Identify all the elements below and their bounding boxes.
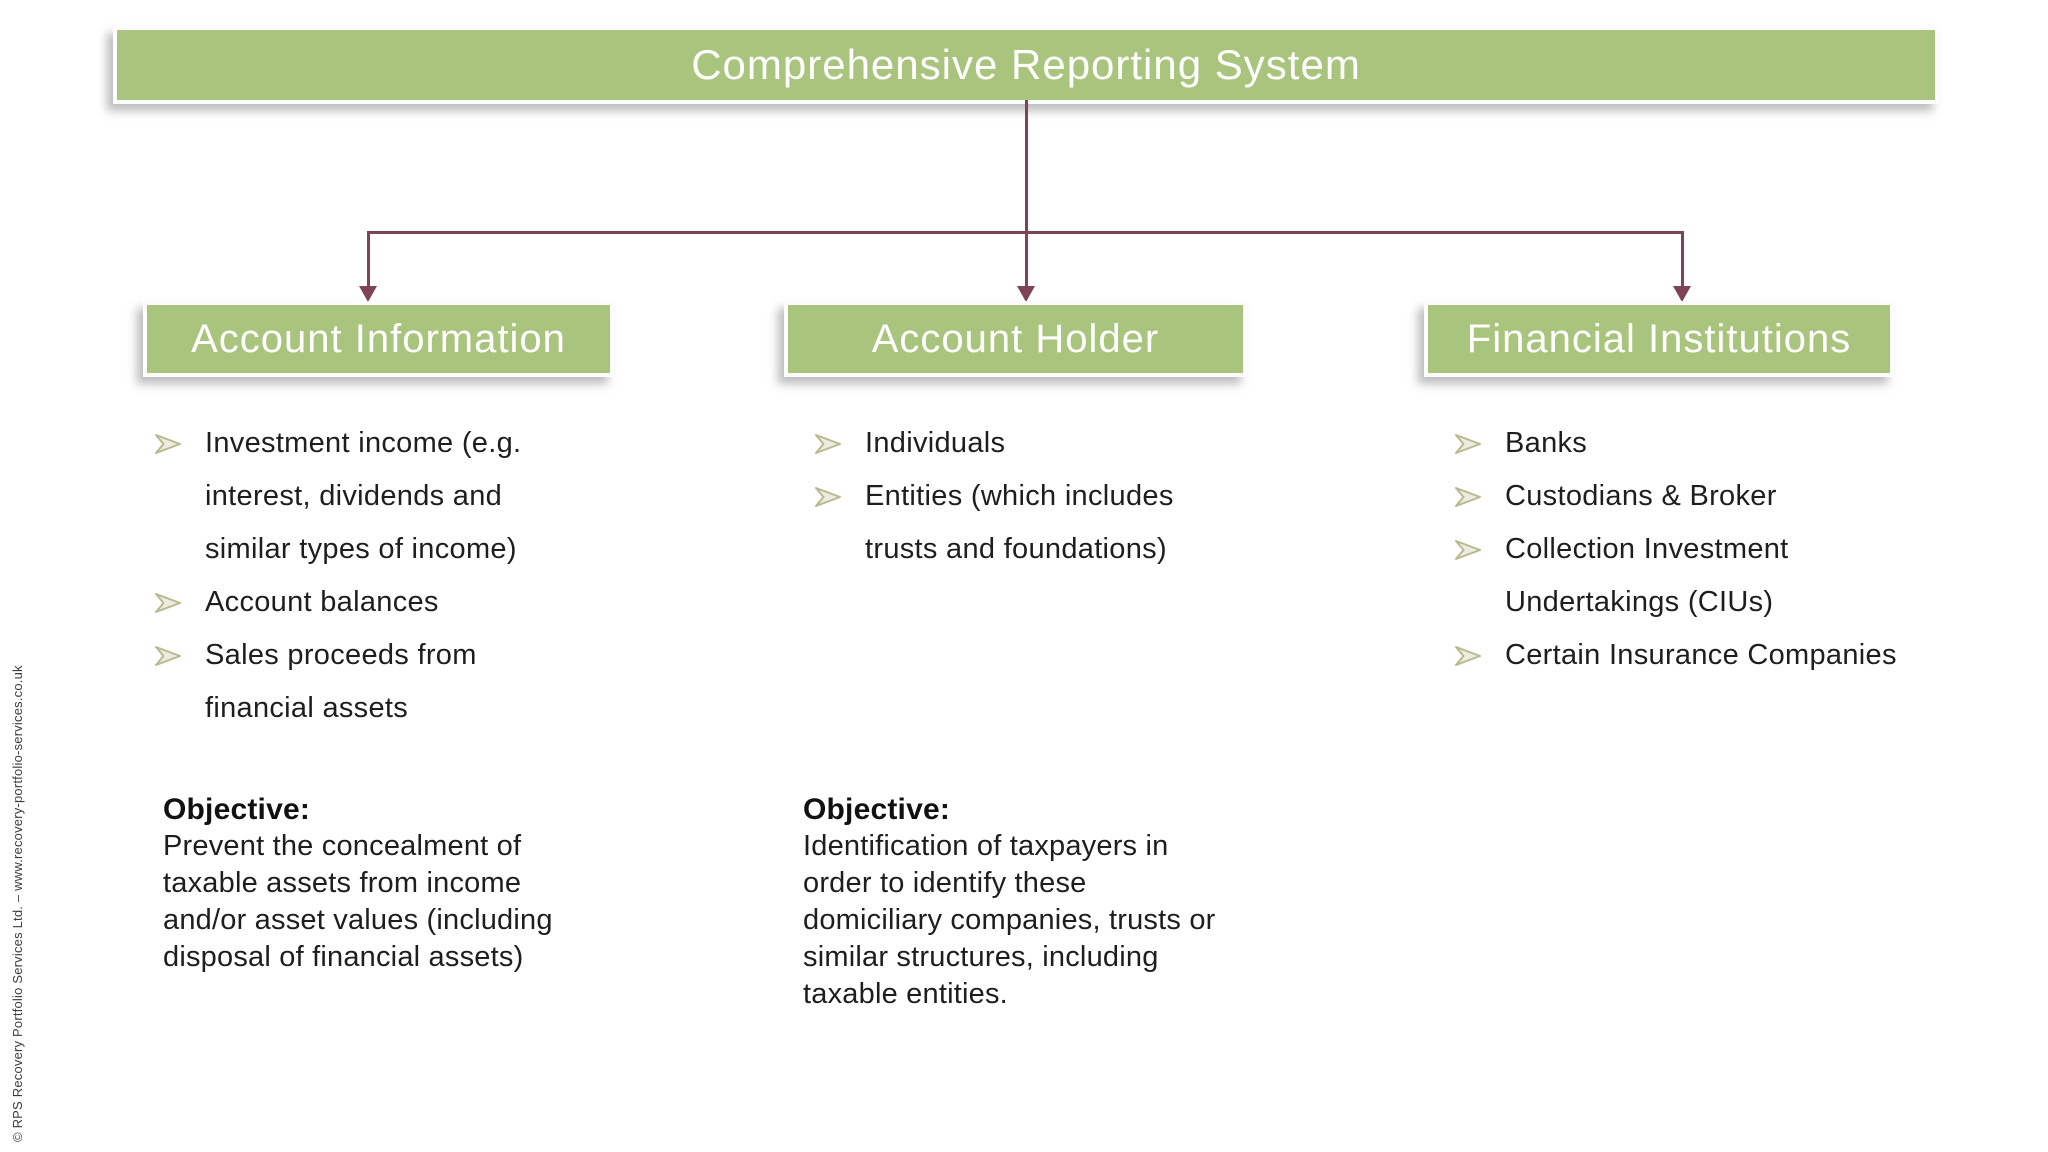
connector-drop-left [367, 231, 370, 289]
bullet-text-line: Entities (which includes [865, 480, 1174, 512]
arrow-down-icon [359, 286, 377, 302]
objective-text-line: taxable entities. [803, 978, 1008, 1010]
arrow-bullet-icon [1455, 629, 1505, 673]
account-holder-bullet-list: Individuals Entities (which includes tru… [815, 417, 1285, 576]
bullet-text-line: Sales proceeds from [205, 639, 477, 671]
objective-text-line: similar structures, including [803, 941, 1159, 973]
arrow-bullet-icon [1455, 417, 1505, 461]
objective-text-line: disposal of financial assets) [163, 941, 524, 973]
arrow-bullet-icon [155, 629, 205, 673]
arrow-bullet-icon [155, 417, 205, 461]
objective-text-line: Identification of taxpayers in [803, 830, 1169, 862]
objective-account-information: Objective: Prevent the concealment of ta… [163, 791, 663, 976]
arrow-bullet-icon [1455, 523, 1505, 567]
objective-heading: Objective: [803, 793, 951, 826]
list-item: Certain Insurance Companies [1455, 629, 1995, 682]
bullet-text-line: Banks [1505, 427, 1588, 459]
bullet-text-line: financial assets [205, 692, 409, 724]
branch-header-label: Financial Institutions [1466, 316, 1852, 361]
branch-header-label: Account Information [191, 316, 566, 361]
objective-text-line: order to identify these [803, 867, 1087, 899]
list-item: Sales proceeds from financial assets [155, 629, 625, 735]
list-item: Banks [1455, 417, 1995, 470]
list-item: Account balances [155, 576, 625, 629]
bullet-text-line: Investment income (e.g. [205, 427, 522, 459]
list-item: Collection Investment Undertakings (CIUs… [1455, 523, 1995, 629]
list-item: Entities (which includes trusts and foun… [815, 470, 1285, 576]
arrow-down-icon [1017, 286, 1035, 302]
arrow-bullet-icon [1455, 470, 1505, 514]
bullet-text-line: trusts and foundations) [865, 533, 1167, 565]
objective-heading: Objective: [163, 793, 311, 826]
title-bar: Comprehensive Reporting System [113, 26, 1939, 104]
objective-account-holder: Objective: Identification of taxpayers i… [803, 791, 1333, 1013]
bullet-text-line: Individuals [865, 427, 1006, 459]
bullet-text-line: Certain Insurance Companies [1505, 639, 1897, 671]
branch-box-account-information: Account Information [143, 301, 614, 377]
list-item: Custodians & Broker [1455, 470, 1995, 523]
branch-header-label: Account Holder [871, 316, 1160, 361]
bullet-text-line: Collection Investment [1505, 533, 1789, 565]
bullet-text-line: similar types of income) [205, 533, 517, 565]
copyright-footer: © RPS Recovery Portfolio Services Ltd. –… [10, 665, 25, 1142]
arrow-bullet-icon [155, 576, 205, 620]
list-item: Individuals [815, 417, 1285, 470]
objective-text-line: Prevent the concealment of [163, 830, 522, 862]
branch-box-account-holder: Account Holder [784, 301, 1247, 377]
connector-drop-middle [1025, 231, 1028, 288]
arrow-bullet-icon [815, 470, 865, 514]
bullet-text-line: Account balances [205, 586, 439, 618]
connector-stem-line [1025, 100, 1028, 232]
objective-text-line: and/or asset values (including [163, 904, 553, 936]
objective-text-line: domiciliary companies, trusts or [803, 904, 1216, 936]
branch-box-financial-institutions: Financial Institutions [1424, 301, 1894, 377]
account-information-bullet-list: Investment income (e.g. interest, divide… [155, 417, 625, 735]
connector-drop-right [1681, 231, 1684, 289]
arrow-bullet-icon [815, 417, 865, 461]
bullet-text-line: interest, dividends and [205, 480, 503, 512]
list-item: Investment income (e.g. interest, divide… [155, 417, 625, 576]
arrow-down-icon [1673, 286, 1691, 302]
bullet-text-line: Undertakings (CIUs) [1505, 586, 1774, 618]
objective-text-line: taxable assets from income [163, 867, 522, 899]
bullet-text-line: Custodians & Broker [1505, 480, 1777, 512]
financial-institutions-bullet-list: Banks Custodians & Broker Collection Inv… [1455, 417, 1995, 682]
page-title: Comprehensive Reporting System [691, 41, 1361, 88]
